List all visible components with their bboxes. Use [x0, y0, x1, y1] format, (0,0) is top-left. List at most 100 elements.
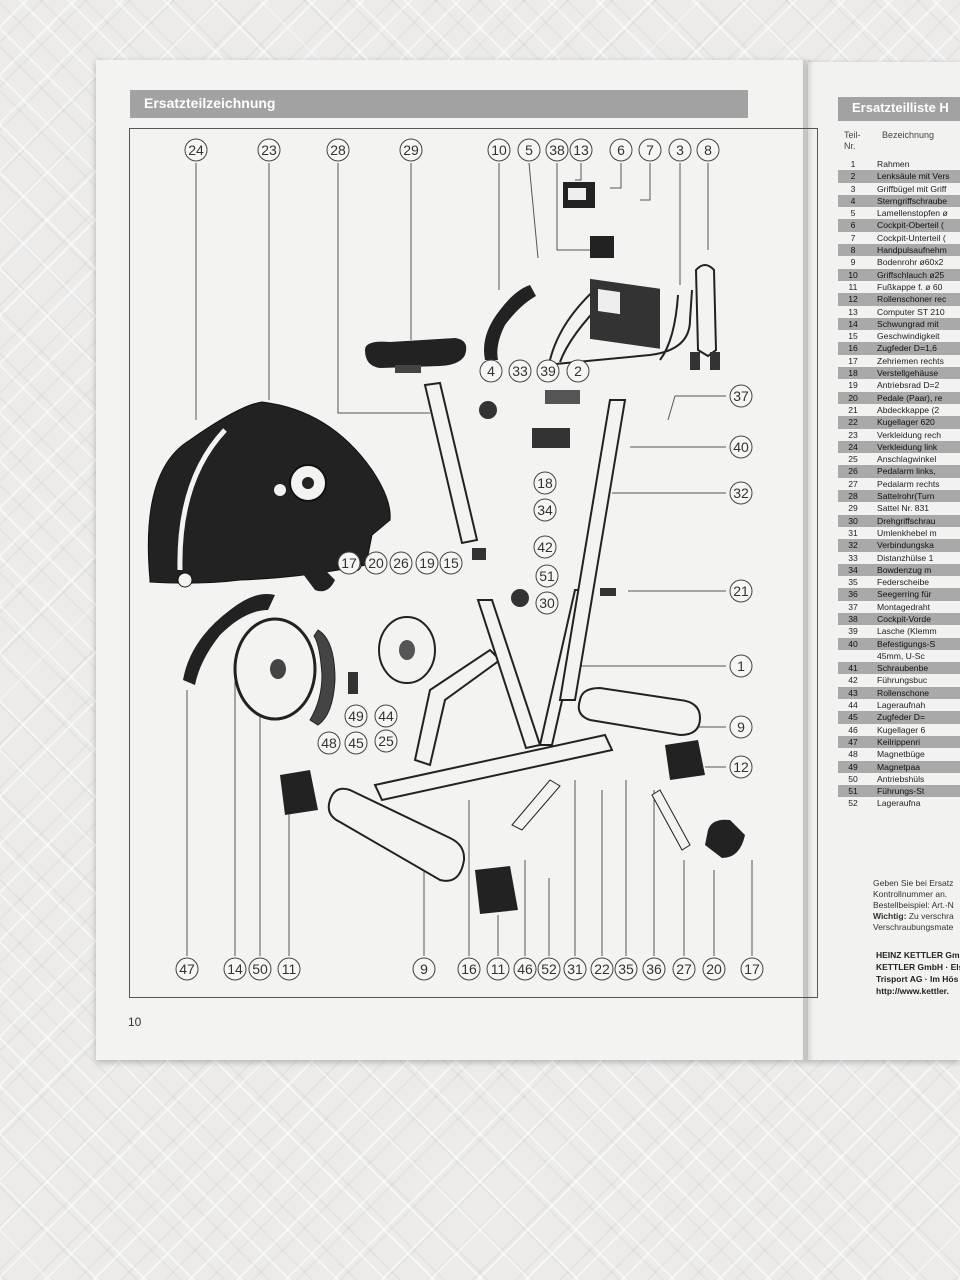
- grips-drawing: [484, 264, 720, 370]
- page-number: 10: [128, 1015, 142, 1029]
- part-number: 33: [848, 552, 858, 563]
- part-name: Verkleidung link: [877, 441, 938, 452]
- callout-circle: [545, 138, 569, 162]
- callout-number: 34: [537, 502, 553, 518]
- note-line-3: Bestellbeispiel: Art.-N: [873, 900, 954, 910]
- callout-number: 32: [733, 485, 749, 501]
- callout-circle: [533, 471, 557, 495]
- callout-number: 39: [540, 363, 556, 379]
- callout-circle: [702, 957, 726, 981]
- callout-number: 24: [188, 142, 204, 158]
- callout-circle: [569, 138, 593, 162]
- seat-drawing: [365, 338, 467, 373]
- part-number: 23: [848, 429, 858, 440]
- callout-number: 8: [704, 142, 712, 158]
- part-number: 18: [848, 368, 858, 379]
- callout-number: 47: [179, 961, 195, 977]
- callout-number: 42: [537, 539, 553, 555]
- callout-circle: [175, 957, 199, 981]
- part-name: Antriebsrad D=2: [877, 380, 940, 391]
- part-number: 46: [848, 724, 858, 735]
- callout-circle: [533, 535, 557, 559]
- callout-circle: [729, 579, 753, 603]
- part-name: Bowdenzug m: [877, 564, 932, 575]
- part-number: 19: [848, 380, 858, 391]
- part-name: Cockpit-Unterteil (: [877, 232, 946, 243]
- part-name: Schraubenbe: [877, 663, 929, 674]
- callout-number: 12: [733, 759, 749, 775]
- part-name: Antriebshüls: [877, 773, 925, 784]
- address-2: KETTLER GmbH · Els: [876, 962, 960, 972]
- callout-number: 4: [487, 363, 495, 379]
- note-line-1: Geben Sie bei Ersatz: [873, 878, 954, 888]
- callout-number: 15: [443, 555, 459, 571]
- part-number: 4: [850, 195, 856, 206]
- part-number: 48: [848, 749, 858, 760]
- callout-number: 30: [539, 595, 555, 611]
- callout-circle: [536, 359, 560, 383]
- callout-circle: [248, 957, 272, 981]
- note-line-5: Verschraubungsmate: [873, 922, 954, 932]
- part-number: 6: [850, 220, 856, 231]
- callout-circle: [729, 384, 753, 408]
- callout-number: 9: [420, 961, 428, 977]
- part-number: 32: [848, 540, 858, 551]
- col-teil-nr: Teil- Nr.: [844, 130, 861, 152]
- callout-number: 48: [321, 735, 337, 751]
- part-name: Pedale (Paar), re: [877, 392, 943, 403]
- col-teil: Teil-: [844, 130, 861, 140]
- frame-drawing: [373, 399, 627, 802]
- part-number: 38: [848, 613, 858, 624]
- part-name: Umlenkhebel m: [877, 527, 937, 538]
- callout-number: 11: [282, 961, 297, 977]
- callout-circle: [415, 551, 439, 575]
- callout-number: 52: [541, 961, 557, 977]
- floor-tubes-drawing: [327, 686, 702, 882]
- callout-number: 36: [646, 961, 662, 977]
- part-name: Zugfeder D=1,6: [877, 343, 937, 354]
- callout-circle: [487, 138, 511, 162]
- callout-circle: [513, 957, 537, 981]
- callout-number: 7: [646, 142, 654, 158]
- part-number: 29: [848, 503, 858, 514]
- callout-circle: [257, 138, 281, 162]
- foot-caps-drawing: [280, 740, 705, 914]
- callout-number: 18: [537, 475, 553, 491]
- part-number: 12: [848, 294, 858, 305]
- callout-number: 17: [341, 555, 357, 571]
- part-name: Abdeckkappe (2: [877, 404, 940, 415]
- part-name: Verbindungska: [877, 540, 934, 551]
- part-number: 10: [848, 269, 858, 280]
- callout-circle: [672, 957, 696, 981]
- part-name: Sterngriffschraube: [877, 195, 948, 206]
- callout-circle: [364, 551, 388, 575]
- part-number: 51: [848, 786, 858, 797]
- part-number: 34: [848, 564, 858, 575]
- part-name: Sattelrohr(Turn: [877, 491, 935, 502]
- part-number: 22: [848, 417, 858, 428]
- page-fold: [803, 60, 813, 1060]
- callout-circle: [740, 957, 764, 981]
- part-name: Bodenrohr ø60x2: [877, 257, 944, 268]
- callout-circle: [729, 435, 753, 459]
- part-number: 2: [850, 171, 856, 182]
- part-name: Anschlagwinkel: [877, 454, 937, 465]
- callout-number: 2: [574, 363, 582, 379]
- callout-number: 23: [261, 142, 277, 158]
